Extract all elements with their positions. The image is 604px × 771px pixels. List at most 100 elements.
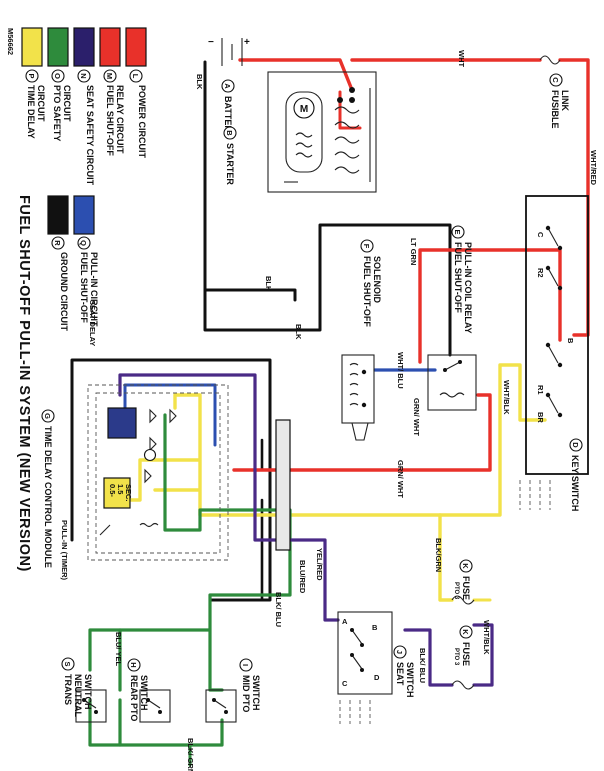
- seat-switch-label-2: SWITCH: [405, 662, 415, 698]
- drawing-number: M56662: [6, 28, 15, 55]
- legend-label-p-1: TIME DELAY: [26, 85, 36, 139]
- trans-neutral-switch: S TRANS NEUTRAL SWITCH: [61, 657, 107, 723]
- legend-letter-l: L: [131, 74, 140, 79]
- legend: P O N M L R Q TIME DELAY CIRCUIT PTO SAF…: [21, 27, 147, 331]
- wire-yel-keyswitch: [438, 363, 547, 602]
- component-letter-g: G: [43, 413, 52, 419]
- legend-swatch-o: [47, 27, 69, 67]
- legend-letter-m: M: [105, 73, 114, 79]
- starter-label: STARTER: [225, 143, 235, 185]
- trans-neutral-label-3: SWITCH: [83, 674, 93, 710]
- legend-label-m-2: RELAY CIRCUIT: [115, 85, 125, 154]
- wire-blk-lower: [70, 358, 272, 602]
- wire-label-blk-mid2: BLK: [294, 324, 303, 340]
- starter: M B STARTER: [223, 71, 377, 193]
- wire-label-wht-blu: WHT/ BLU: [396, 352, 405, 389]
- seat-switch-label-1: SEAT: [395, 662, 405, 686]
- key-terminal-b: B: [566, 338, 575, 344]
- key-terminal-br: BR: [536, 412, 545, 423]
- wire-label-wht: WHT: [457, 50, 466, 67]
- time-delay-module: 0.5- 1.5 SEC. G TIME DELAY CONTROL MODUL…: [41, 300, 229, 580]
- fusible-link-label-1: FUSIBLE: [550, 90, 560, 129]
- legend-label-r: GROUND CIRCUIT: [59, 252, 69, 331]
- component-letter-f: F: [362, 244, 371, 249]
- battery: − + A BATTERY BLK: [195, 37, 250, 138]
- wire-pur-seat: [118, 373, 454, 687]
- legend-swatch-q: [73, 195, 95, 235]
- legend-label-o-1: PTO SAFETY: [52, 85, 62, 141]
- component-letter-h: H: [129, 662, 138, 667]
- fuse-k1-rating: PTO 3: [453, 582, 459, 600]
- legend-label-n: SEAT SAFETY CIRCUIT: [85, 85, 95, 186]
- component-letter-c: C: [551, 77, 560, 83]
- key-terminal-c: C: [536, 232, 545, 238]
- key-switch-label: KEY SWITCH: [570, 455, 580, 511]
- wire-red-relay: [418, 248, 562, 364]
- rear-pto-label-2: SWITCH: [139, 675, 149, 711]
- legend-letter-r: R: [53, 240, 62, 246]
- pull-in-coil-relay: E FUEL SHUT-OFF PULL-IN COIL RELAY LT GR…: [409, 225, 477, 436]
- battery-label: BATTERY: [223, 96, 233, 138]
- fusible-link-label-2: LINK: [560, 90, 570, 111]
- wire-label-blu-yel: BLU/ YEL: [114, 632, 123, 666]
- legend-letter-p: P: [27, 73, 36, 78]
- fuse-k2-rating: PTO 3: [453, 648, 459, 666]
- legend-label-l: POWER CIRCUIT: [137, 85, 147, 159]
- legend-swatch-l: [125, 27, 147, 67]
- legend-label-p-2: CIRCUIT: [36, 85, 46, 122]
- seat-delay-label: SEAT DELAY: [88, 300, 97, 346]
- legend-letter-n: N: [79, 73, 88, 78]
- key-switch: C R2 B R1 BR D KEY SWITCH WHT/BLK: [502, 195, 589, 511]
- wire-label-grn-wht2: GRN/ WHT: [396, 460, 405, 498]
- wire-label-lt-grn: LT GRN: [409, 238, 418, 265]
- timer-block: [103, 477, 131, 509]
- wire-label-blk-grn2: BLK/ GRN: [186, 738, 195, 771]
- rear-pto-switch: H REAR PTO SWITCH: [127, 658, 171, 723]
- legend-letter-q: Q: [79, 240, 88, 246]
- timer-value-2: 1.5: [116, 484, 125, 494]
- wire-label-wht-blk2: WHT/BLK: [482, 620, 491, 655]
- seat-terminal-c: C: [342, 679, 348, 688]
- wire-label-blu-red: BLU/RED: [298, 560, 307, 594]
- timer-value-3: SEC.: [124, 484, 133, 502]
- diagram-title: FUEL SHUT-OFF PULL-IN SYSTEM (NEW VERSIO…: [16, 195, 32, 572]
- component-letter-s: S: [63, 661, 72, 666]
- trans-neutral-label-2: NEUTRAL: [73, 674, 83, 717]
- module-label: TIME DELAY CONTROL MODULE: [43, 426, 53, 568]
- wire-label-blk-blu2: BLK/ BLU: [418, 648, 427, 683]
- legend-letter-o: O: [53, 73, 62, 79]
- wire-red-wht: [238, 58, 590, 337]
- component-letter-k2: K: [461, 629, 470, 635]
- component-letter-i: I: [241, 664, 250, 666]
- fuse-k2: K FUSE PTO 3: [451, 625, 475, 690]
- legend-swatch-r: [47, 195, 69, 235]
- wire-blk-battery: [203, 60, 452, 357]
- wire-blu-module: [123, 383, 217, 447]
- component-letter-k1: K: [461, 563, 470, 569]
- wire-label-blk-grn: BLK/GRN: [434, 538, 443, 572]
- wire-label-grn-wht: GRN/ WHT: [412, 398, 421, 436]
- seat-terminal-b: B: [372, 623, 378, 632]
- solenoid-label-2: SOLENOID: [372, 256, 382, 304]
- wire-grn-pto: [88, 628, 224, 747]
- mid-pto-label-1: MID PTO: [241, 675, 251, 712]
- trans-neutral-label-1: TRANS: [63, 674, 73, 705]
- component-letter-b: B: [225, 130, 234, 136]
- legend-label-q-1: FUEL SHUT-OFF: [79, 252, 89, 323]
- wire-red-grn-wht: [232, 393, 492, 472]
- wire-label-yel-red: YEL/RED: [315, 548, 324, 581]
- relay-label-2: PULL-IN COIL RELAY: [463, 242, 473, 334]
- key-terminal-r2: R2: [536, 268, 545, 278]
- seat-terminal-d: D: [374, 673, 380, 682]
- seat-switch: A B C D J SEAT SWITCH: [337, 611, 415, 724]
- starter-motor-symbol: M: [300, 104, 308, 115]
- legend-swatch-p: [21, 27, 43, 67]
- mid-pto-label-2: SWITCH: [251, 675, 261, 711]
- fuse-k2-label: FUSE: [461, 642, 471, 666]
- wire-label-wht-red: WHT/RED: [589, 150, 598, 186]
- wire-label-blk-blu: BLK/ BLU: [274, 592, 283, 627]
- timer-value-1: 0.5-: [108, 484, 117, 497]
- solenoid-label-1: FUEL SHUT-OFF: [362, 256, 372, 327]
